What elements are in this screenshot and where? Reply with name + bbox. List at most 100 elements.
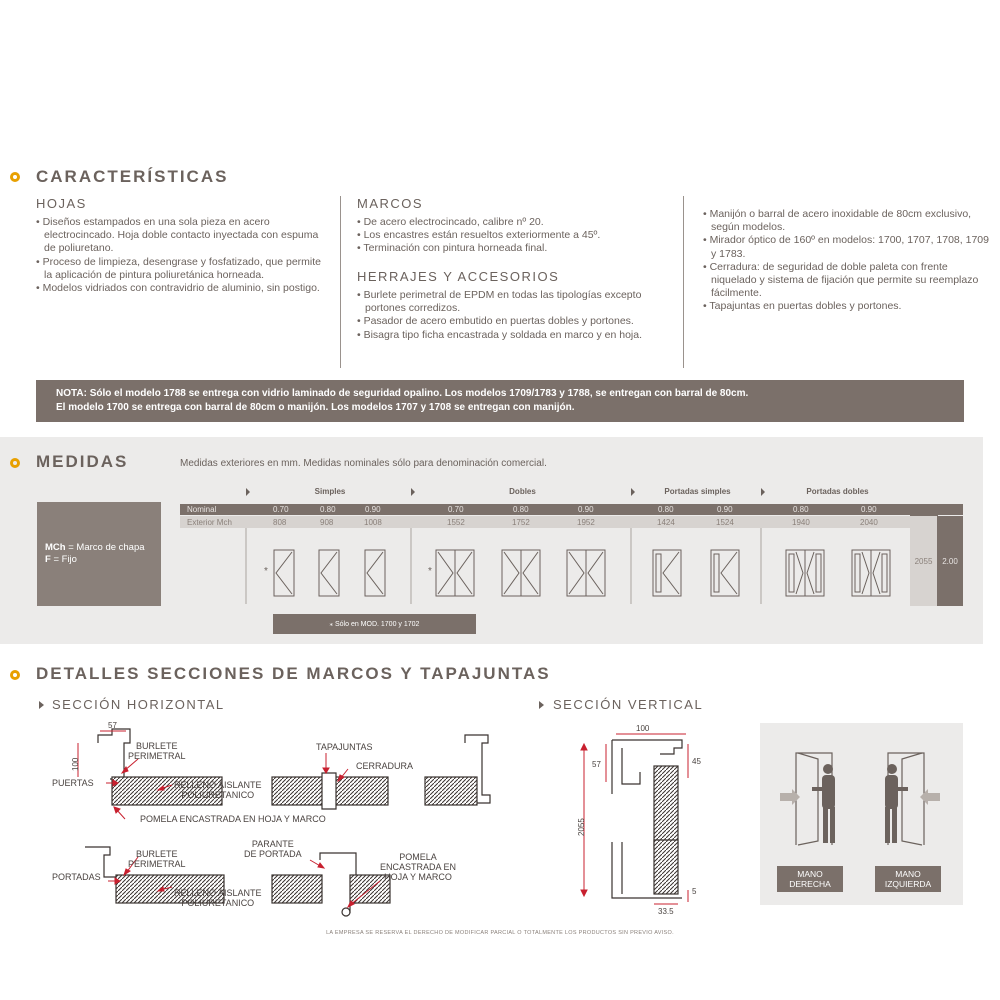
mano-izquierda-label: MANO IZQUIERDA <box>875 866 941 892</box>
nominal-cell: 0.90 <box>578 505 594 514</box>
exterior-cell: 808 <box>273 517 287 527</box>
nominal-cell: 0.80 <box>513 505 529 514</box>
list-item: • Modelos vidriados con contravidrio de … <box>36 282 320 295</box>
exterior-cell: 2040 <box>860 517 878 527</box>
height-nominal-cell: 2.00 <box>937 516 963 606</box>
legend-text-f: = Fijo <box>50 554 77 565</box>
dim-57-label: 57 <box>592 760 601 769</box>
mano-illustrations <box>780 752 940 846</box>
seccion-vertical-title: SECCIÓN VERTICAL <box>553 697 704 712</box>
nominal-cell: 0.90 <box>717 505 733 514</box>
label-tapajuntas: TAPAJUNTAS <box>316 742 373 752</box>
exterior-cell: 1524 <box>716 517 734 527</box>
nota-line-2: El modelo 1700 se entrega con barral de … <box>56 402 575 413</box>
marcos-title: MARCOS <box>357 196 424 211</box>
nominal-cell: 0.70 <box>448 505 464 514</box>
figure-dividers <box>245 528 762 604</box>
caracteristicas-title: CARACTERÍSTICAS <box>36 167 229 186</box>
label-parante: PARANTE DE PORTADA <box>244 839 302 859</box>
list-item: • Burlete perimetral de EPDM en todas la… <box>357 289 642 315</box>
herrajes-list: • Burlete perimetral de EPDM en todas la… <box>357 289 675 342</box>
star-mark: * <box>264 566 268 577</box>
dim-2055-label: 2055 <box>577 818 586 836</box>
seccion-horizontal-title: SECCIÓN HORIZONTAL <box>52 697 225 712</box>
door-icons <box>273 549 891 597</box>
marcos-list: • De acero electrocincado, calibre nº 20… <box>357 216 667 256</box>
dim-100-label: 100 <box>71 757 80 771</box>
mano-derecha-label: MANO DERECHA <box>777 866 843 892</box>
star-mark: * <box>428 566 432 577</box>
label-relleno: RELLENO AISLANTE POLIURETANICO <box>174 780 262 800</box>
list-item: • Los encastres están resueltos exterior… <box>357 229 601 242</box>
dim-57-label: 57 <box>108 721 117 730</box>
list-item: • Tapajuntas en puertas dobles y portone… <box>703 300 902 313</box>
label-relleno-2: RELLENO AISLANTE POLIURETANICO <box>174 888 262 908</box>
detalles-title: DETALLES SECCIONES DE MARCOS Y TAPAJUNTA… <box>36 664 551 683</box>
vertical-section-drawing: 100 57 45 2055 5 33.5 <box>577 724 701 916</box>
exterior-cell: 1424 <box>657 517 675 527</box>
label-cerradura: CERRADURA <box>356 761 414 771</box>
exterior-cell: 1752 <box>512 517 530 527</box>
list-item: • Diseños estampados en una sola pieza e… <box>36 216 319 255</box>
exterior-cell: 1952 <box>577 517 595 527</box>
section-bullet-icon <box>10 458 20 468</box>
exterior-cell: 1008 <box>364 517 382 527</box>
chevron-right-icon <box>539 701 544 709</box>
label-portadas: PORTADAS <box>52 872 101 882</box>
nominal-cell: 0.80 <box>320 505 336 514</box>
list-item: • Manijón o barral de acero inoxidable d… <box>703 208 972 234</box>
list-item: • Cerradura: de seguridad de doble palet… <box>703 260 979 300</box>
legend-key-f: F <box>45 554 51 565</box>
section-bullet-icon <box>10 670 20 680</box>
list-item: • Proceso de limpieza, desengrase y fosf… <box>36 255 321 281</box>
list-item: • Mirador óptico de 160º en modelos: 170… <box>703 234 989 260</box>
group-header-dobles: Dobles <box>509 487 536 496</box>
exterior-label: Exterior Mch <box>187 517 232 527</box>
hojas-title: HOJAS <box>36 196 87 211</box>
column-divider <box>340 196 341 368</box>
label-pomela: POMELA ENCASTRADA EN HOJA Y MARCO <box>140 814 326 824</box>
label-pomela-2: POMELA ENCASTRADA EN HOJA Y MARCO <box>380 852 457 882</box>
height-corner-shape <box>910 504 938 517</box>
section-bullet-icon <box>10 172 20 182</box>
exterior-row: Exterior Mch 808 908 1008 1552 1752 1952… <box>180 516 910 528</box>
nota-banner: NOTA: Sólo el modelo 1788 se entrega con… <box>36 380 964 422</box>
nominal-cell: 0.80 <box>658 505 674 514</box>
herrajes-title: HERRAJES Y ACCESORIOS <box>357 269 560 284</box>
hojas-list: • Diseños estampados en una sola pieza e… <box>36 216 321 295</box>
legend-key-mch: MCh <box>45 542 66 553</box>
dim-100-label: 100 <box>636 724 650 733</box>
label-burlete: BURLETE PERIMETRAL <box>128 741 186 761</box>
height-mch-cell: 2055 <box>910 516 937 606</box>
footer-disclaimer: LA EMPRESA SE RESERVA EL DERECHO DE MODI… <box>326 930 674 936</box>
exterior-cell: 1940 <box>792 517 810 527</box>
chevron-right-icon <box>39 701 44 709</box>
list-item: • Terminación con pintura horneada final… <box>357 242 548 255</box>
label-puertas: PUERTAS <box>52 778 94 788</box>
legend-text-mch: = Marco de chapa <box>65 542 145 553</box>
group-header-portadas-simples: Portadas simples <box>664 487 731 496</box>
exterior-cell: 1552 <box>447 517 465 527</box>
nota-line-1: NOTA: Sólo el modelo 1788 se entrega con… <box>56 388 749 399</box>
column-divider <box>683 196 684 368</box>
nominal-cell: 0.70 <box>273 505 289 514</box>
group-header-simples: Simples <box>314 487 346 496</box>
medidas-subtitle: Medidas exteriores en mm. Medidas nomina… <box>180 458 547 469</box>
exterior-cell: 908 <box>320 517 334 527</box>
group-ticks <box>246 488 765 496</box>
dim-45-label: 45 <box>692 757 701 766</box>
nominal-row: Nominal 0.70 0.80 0.90 0.70 0.80 0.90 0.… <box>180 504 963 515</box>
list-item: • Bisagra tipo ficha encastrada y soldad… <box>357 328 643 341</box>
nominal-label: Nominal <box>187 505 217 514</box>
label-burlete-2: BURLETE PERIMETRAL <box>128 849 186 869</box>
dim-5-label: 5 <box>692 887 697 896</box>
horizontal-section-drawing: 57 100 <box>71 721 491 917</box>
legend-box: MCh = Marco de chapa F = Fijo <box>37 502 161 606</box>
nominal-cell: 0.90 <box>861 505 877 514</box>
group-header-portadas-dobles: Portadas dobles <box>806 487 869 496</box>
star-note: ⁎ Sólo en MOD. 1700 y 1702 <box>273 614 476 634</box>
medidas-title: MEDIDAS <box>36 452 129 471</box>
extra-list: • Manijón o barral de acero inoxidable d… <box>703 208 993 314</box>
medidas-band <box>0 437 983 644</box>
nominal-cell: 0.90 <box>365 505 381 514</box>
